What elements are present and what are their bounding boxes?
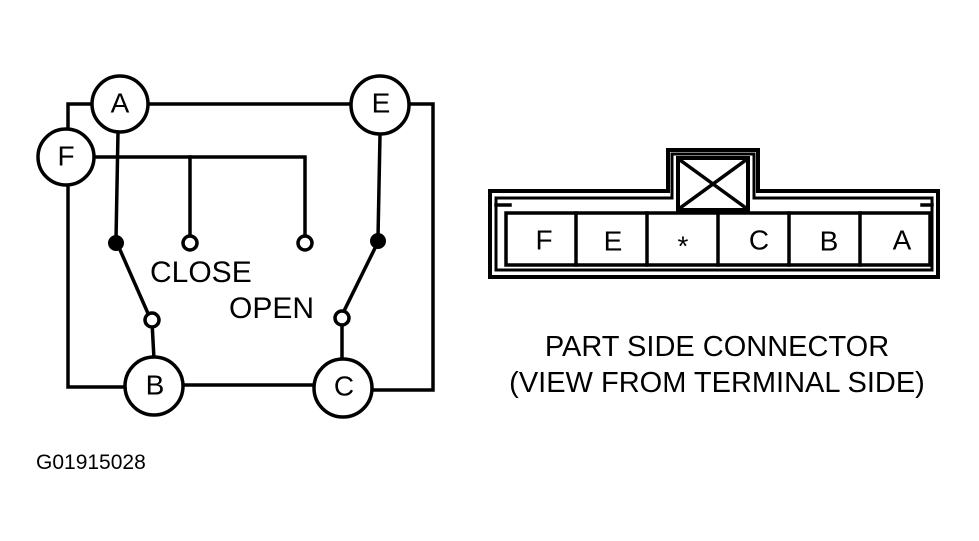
open-label: OPEN bbox=[229, 292, 314, 325]
connector-inner-outline bbox=[494, 152, 934, 272]
node-c: C bbox=[312, 357, 374, 419]
node-e-label: E bbox=[372, 88, 391, 119]
right-switch-blade bbox=[340, 239, 381, 316]
connector-pin-2: E bbox=[604, 226, 623, 257]
right-blade-terminal bbox=[333, 309, 351, 327]
left-switch-blade bbox=[114, 240, 153, 321]
part-side-connector: F E * C B A bbox=[488, 148, 940, 279]
wire-f-bus bbox=[93, 155, 307, 242]
figure-code: G01915028 bbox=[36, 451, 146, 474]
connector-pin-6: A bbox=[893, 225, 912, 256]
node-f-label: F bbox=[57, 141, 74, 172]
connector-latch-box bbox=[676, 156, 750, 212]
node-f: F bbox=[36, 127, 96, 187]
right-pivot-terminal bbox=[370, 233, 386, 249]
wire-a-to-left-pivot bbox=[114, 130, 120, 242]
connector-pin-1: F bbox=[535, 225, 552, 256]
node-a-label: A bbox=[111, 88, 130, 119]
left-pivot-terminal bbox=[108, 235, 124, 251]
node-c-label: C bbox=[334, 371, 354, 402]
connector-pin-dividers bbox=[574, 211, 862, 267]
node-b-label: B bbox=[146, 370, 165, 401]
left-blade-terminal bbox=[143, 311, 161, 329]
wire-e-to-c-outer bbox=[370, 102, 435, 392]
connector-pin-3: * bbox=[678, 231, 689, 262]
node-e: E bbox=[349, 74, 411, 136]
node-a: A bbox=[90, 74, 150, 134]
open-terminal bbox=[296, 234, 314, 252]
connector-caption-line2: (VIEW FROM TERMINAL SIDE) bbox=[509, 367, 925, 399]
connector-pin-4: C bbox=[749, 225, 769, 256]
wire-e-to-right-pivot bbox=[376, 133, 382, 240]
wire-b-to-f bbox=[66, 180, 127, 389]
schematic-terminals bbox=[108, 233, 386, 329]
connector-pin-5: B bbox=[820, 226, 839, 257]
connector-caption-line1: PART SIDE CONNECTOR bbox=[545, 331, 889, 363]
close-label: CLOSE bbox=[150, 256, 252, 289]
node-b: B bbox=[123, 355, 185, 417]
close-terminal bbox=[181, 234, 199, 252]
connector-latch-x bbox=[677, 157, 749, 211]
connector-housing bbox=[488, 148, 940, 279]
wire-a-to-f bbox=[66, 102, 94, 134]
